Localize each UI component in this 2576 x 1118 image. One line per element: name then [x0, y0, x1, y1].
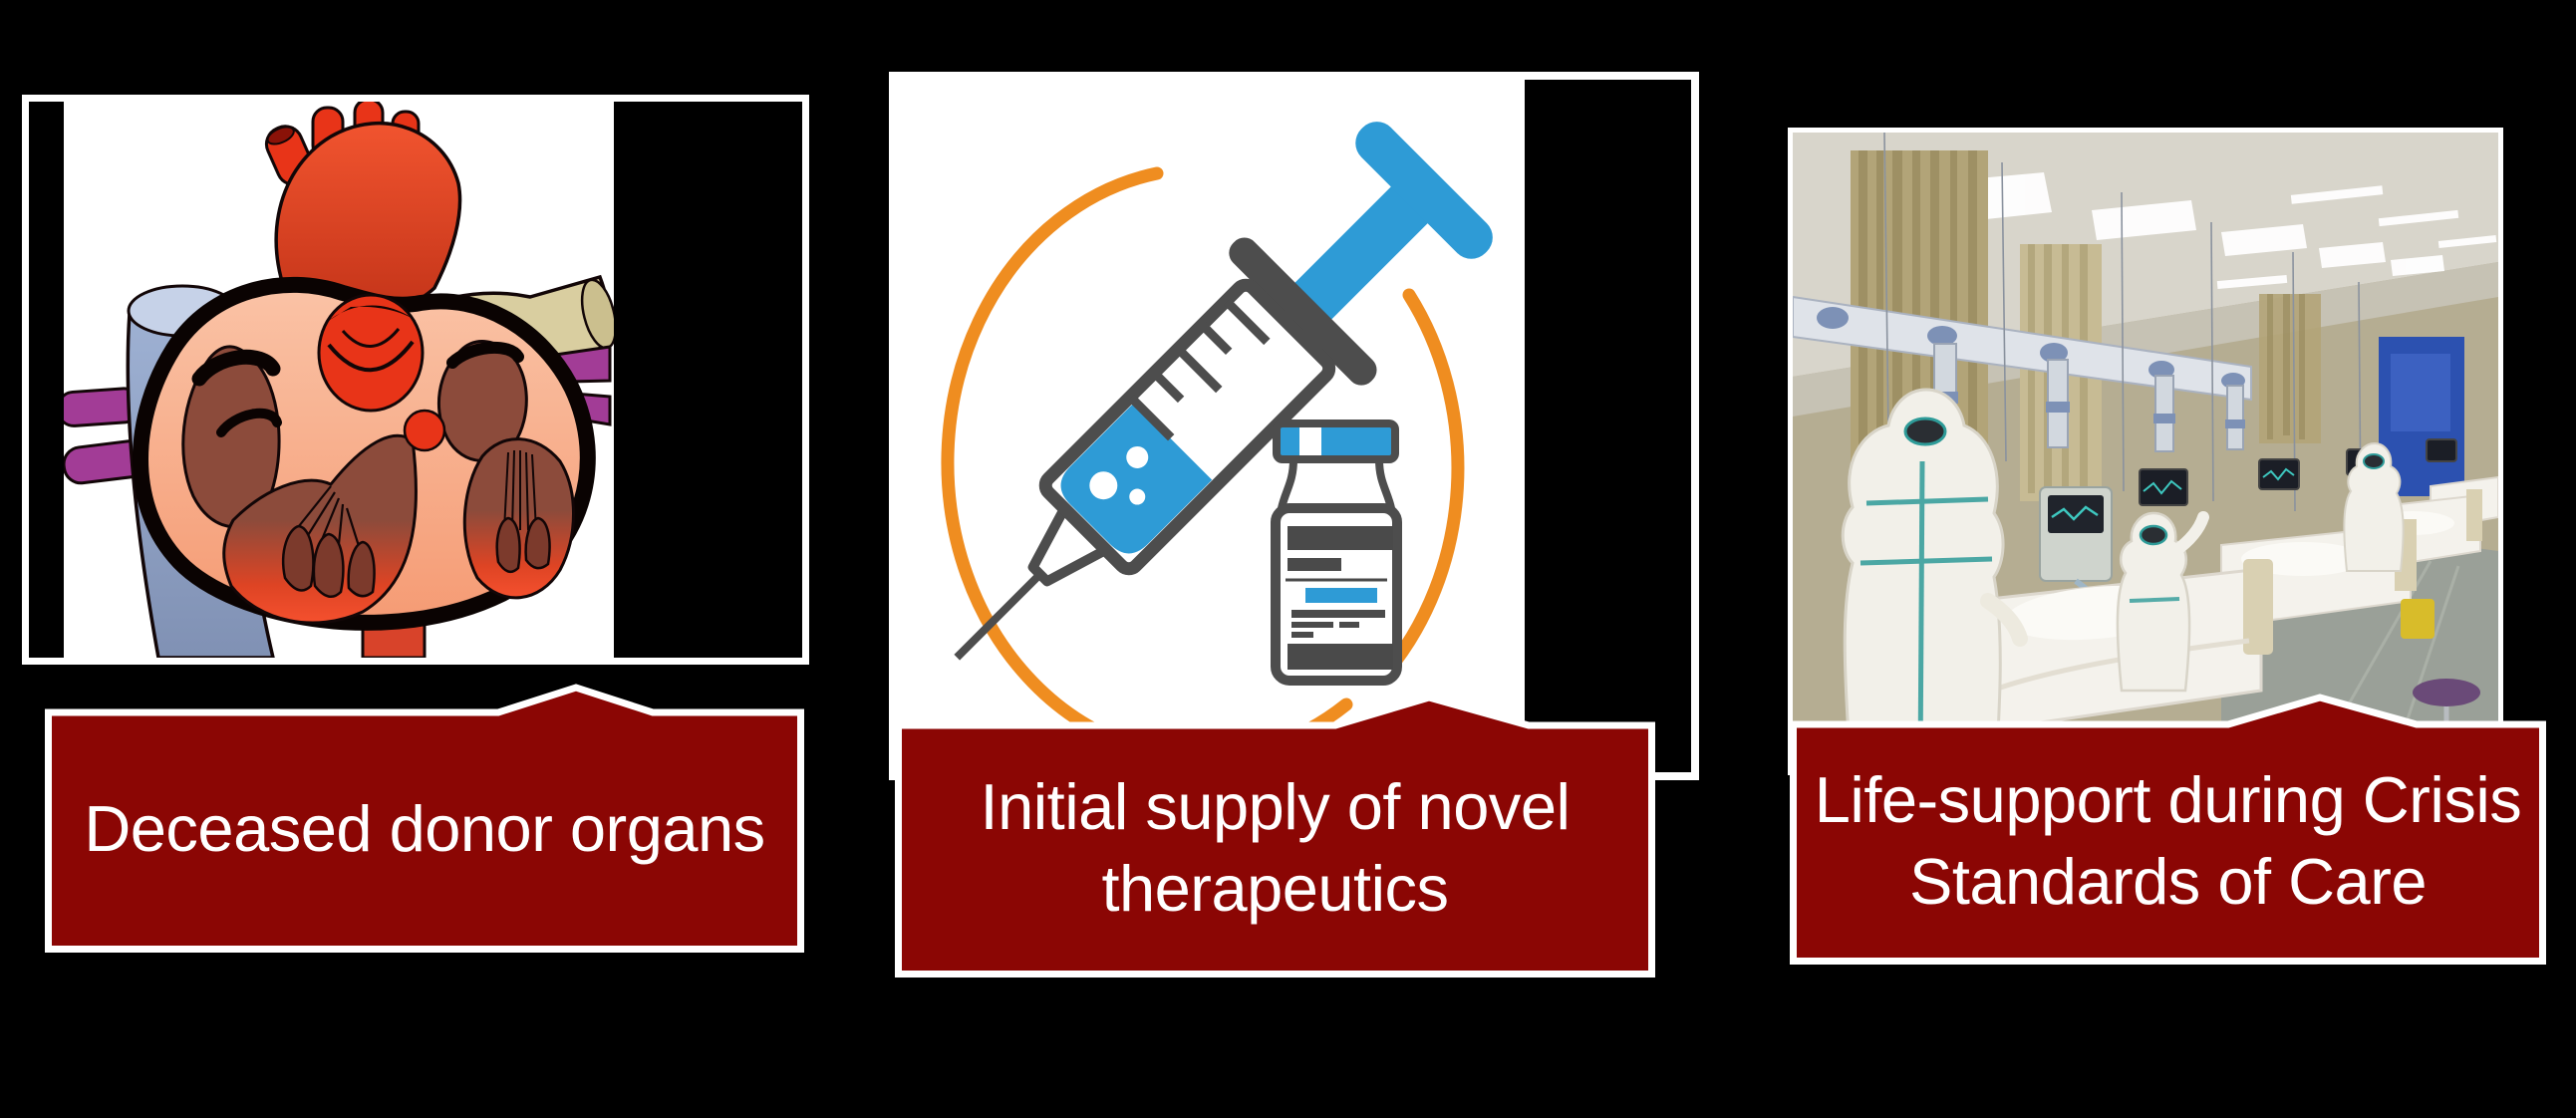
liquid: [1060, 402, 1213, 554]
medicine-vial: [1271, 419, 1402, 686]
caption-text: Deceased donor organs: [59, 712, 790, 945]
caption-line: Deceased donor organs: [84, 791, 765, 865]
ppe-figure-center: [2116, 511, 2209, 693]
ppe-figure-foreground: [1841, 388, 2028, 770]
caption-line: therapeutics: [1101, 851, 1449, 925]
caption-callout-shape: [45, 684, 804, 953]
framed-image-syringe: [889, 72, 1699, 780]
caption-callout-shape: [895, 694, 1655, 978]
graduation-ticks: [1127, 298, 1271, 441]
vial-cap: [1273, 419, 1399, 463]
right-ventricle: [222, 433, 418, 625]
aorta: [264, 102, 462, 322]
anatomical-heart-illustration: [64, 102, 614, 658]
plunger-rod: [1291, 184, 1430, 323]
barrel-flange: [1229, 237, 1377, 386]
syringe-and-vial-illustration: [897, 80, 1525, 772]
caption-life-support: Life-support during Crisis Standards of …: [1790, 693, 2546, 965]
caption-line: Standards of Care: [1908, 844, 2428, 918]
caption-line: Initial supply of novel: [980, 769, 1571, 843]
syringe-image-panel: [897, 80, 1525, 772]
caption-text: Life-support during Crisis Standards of …: [1804, 724, 2532, 957]
caption-callout-shape: [1790, 694, 2546, 965]
icu-photo-panel: [1793, 133, 2498, 770]
plunger-thumb-rest: [1355, 122, 1493, 259]
sharps-container: [2401, 599, 2434, 639]
caption-initial-supply: Initial supply of novel therapeutics: [895, 693, 1655, 978]
left-ventricle: [462, 437, 575, 600]
icu-ward-photo: [1793, 133, 2498, 770]
aortic-valve: [317, 293, 446, 452]
heart-image-panel: [64, 102, 614, 658]
ceiling-lights: [1912, 172, 2497, 290]
needle: [954, 570, 1044, 661]
framed-image-heart: [22, 95, 809, 665]
vial-neck: [1277, 455, 1396, 512]
caption-text: Initial supply of novel therapeutics: [909, 725, 1641, 970]
caption-deceased-donor-organs: Deceased donor organs: [45, 683, 804, 953]
caption-line: Life-support during Crisis: [1814, 762, 2522, 836]
left-atrium: [436, 340, 528, 462]
ppe-figure-right: [2343, 441, 2405, 572]
vial-label: [1286, 526, 1393, 670]
syringe: [954, 122, 1493, 661]
framed-icu-photo: [1788, 128, 2503, 775]
